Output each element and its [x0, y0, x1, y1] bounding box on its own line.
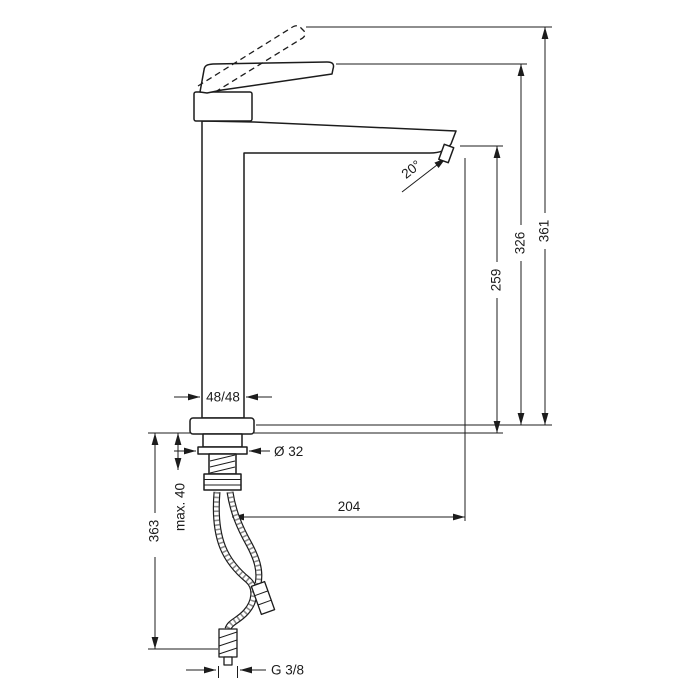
label-total-height: 361 [537, 220, 552, 243]
hose-connector-angled-line-2 [257, 599, 272, 606]
base-plate [189, 417, 255, 435]
supply-hose-right [226, 491, 263, 585]
label-max-counter-thickness: max. 40 [173, 483, 188, 531]
mounting-nut [203, 473, 242, 491]
label-connection-thread: G 3/8 [271, 663, 304, 678]
hose-connector-angled [250, 580, 276, 616]
label-body-width: 48/48 [206, 390, 240, 405]
dim-48-text-bg [203, 389, 243, 404]
faucet-lever-open-dashed [197, 25, 306, 95]
dim-48-group [174, 389, 272, 404]
faucet-lever [199, 61, 335, 94]
label-hose-length: 363 [147, 520, 162, 543]
connector-hatching [218, 631, 238, 655]
faucet-head [193, 91, 253, 122]
label-outlet-reach: 204 [338, 499, 361, 514]
hose-connector-tip [223, 656, 233, 666]
label-handle-height: 326 [513, 232, 528, 255]
hose-connector-angled-line-1 [254, 590, 269, 597]
label-outlet-height: 259 [489, 269, 504, 292]
thread-hatching [209, 454, 236, 474]
base-shank-collar [202, 433, 243, 448]
faucet [189, 25, 457, 666]
dim-20-arrow [401, 157, 447, 193]
spout-aerator [438, 143, 455, 164]
dimension-lines [148, 26, 552, 678]
label-hole-diameter: Ø 32 [274, 444, 303, 459]
mounting-washer [197, 446, 248, 455]
